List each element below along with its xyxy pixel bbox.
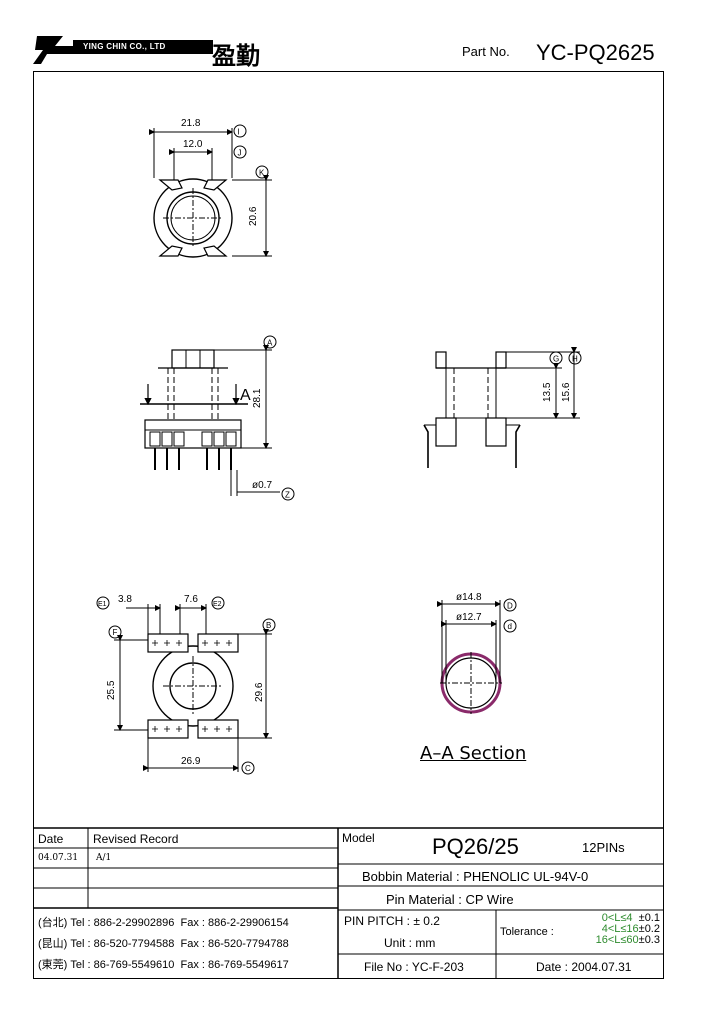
tolerance-table: 0<L≤4 ±0.1 4<L≤16±0.2 16<L≤60±0.3 (566, 913, 660, 946)
pin-material-row: Pin Material : CP Wire (386, 892, 514, 907)
label-i: I (238, 128, 240, 137)
part-number: YC-PQ2625 (536, 40, 655, 65)
tolerance-range: 16<L≤60 (595, 934, 639, 946)
date-row: Date : 2004.07.31 (536, 960, 631, 974)
dim-pin: ø0.7 (252, 480, 272, 491)
tolerance-row: 0<L≤4 ±0.1 (566, 913, 660, 924)
dim-side-outer: 15.6 (561, 382, 572, 402)
date-label: Date : (536, 960, 569, 974)
section-mark: A (240, 387, 251, 404)
revision-row-record: A/1 (96, 853, 112, 863)
side-view (423, 347, 582, 468)
bobbin-material-value: PHENOLIC UL-94V-0 (463, 869, 589, 884)
contact-location: (台北) (38, 917, 68, 929)
label-e1: E1 (98, 601, 107, 608)
label-a: A (267, 339, 273, 348)
dim-e1: 3.8 (118, 594, 132, 605)
pin-pitch-label: PIN PITCH : (344, 914, 411, 928)
contact-fax: Fax : 86-769-5549617 (180, 959, 289, 971)
dim-top-height: 20.6 (248, 206, 259, 226)
file-value: YC-F-203 (411, 960, 464, 974)
file-label: File No : (364, 960, 409, 974)
pin-pitch-row: PIN PITCH : ± 0.2 (344, 914, 440, 928)
dim-section-inner: ø12.7 (456, 612, 482, 623)
bottom-view (96, 596, 276, 775)
contact-tel: Tel : 886-2-29902896 (70, 917, 175, 929)
pin-material-value: CP Wire (465, 892, 514, 907)
contact-location: (東莞) (38, 959, 68, 971)
label-e2: E2 (213, 601, 222, 608)
tolerance-label: Tolerance : (500, 926, 554, 938)
logo-mark-icon (33, 36, 81, 64)
tolerance-value: ±0.2 (638, 923, 660, 935)
contact-row: (昆山) Tel : 86-520-7794588 Fax : 86-520-7… (38, 935, 289, 951)
revision-date-header: Date (38, 832, 64, 846)
unit-label: Unit : (384, 936, 413, 950)
contact-tel: Tel : 86-520-7794588 (70, 938, 175, 950)
label-d-lower: d (508, 622, 512, 631)
label-d-upper: D (507, 602, 513, 611)
label-f: F (113, 628, 118, 637)
pin-count: 12PINs (582, 840, 625, 855)
dim-top-inner: 12.0 (183, 139, 203, 150)
file-row: File No : YC-F-203 (364, 960, 464, 974)
technical-drawing: 21.8 12.0 20.6 I J K 28.1 ø0.7 A Z A 13.… (96, 118, 582, 775)
revision-record-header: Revised Record (93, 832, 179, 846)
tolerance-value: ±0.3 (638, 934, 660, 946)
unit-row: Unit : mm (384, 936, 435, 950)
unit-value: mm (415, 936, 436, 950)
company-logo (33, 36, 213, 64)
label-k: K (259, 169, 265, 178)
bobbin-material-label: Bobbin Material : (362, 869, 460, 884)
model-value: PQ26/25 (432, 834, 519, 859)
dim-e2: 7.6 (184, 594, 198, 605)
company-logo-text: YING CHIN CO., LTD (83, 42, 166, 51)
top-view (149, 124, 272, 258)
label-g: G (553, 355, 559, 364)
dim-front-height: 28.1 (252, 388, 263, 408)
contact-fax: Fax : 886-2-29906154 (180, 917, 289, 929)
tolerance-range: 0<L≤4 (601, 912, 633, 924)
date-value: 2004.07.31 (571, 960, 632, 974)
tolerance-range: 4<L≤16 (601, 923, 639, 935)
label-h: H (572, 355, 578, 364)
dim-bottom-left: 25.5 (106, 680, 117, 700)
tolerance-value: ±0.1 (638, 912, 660, 924)
dim-bottom-width: 26.9 (181, 756, 201, 767)
model-label: Model (342, 831, 375, 845)
contact-fax: Fax : 86-520-7794788 (180, 938, 289, 950)
label-j: J (238, 149, 242, 158)
section-view (437, 598, 517, 714)
company-chinese-name: 盈勤 (212, 41, 260, 70)
label-b: B (266, 621, 271, 630)
bobbin-material-row: Bobbin Material : PHENOLIC UL-94V-0 (362, 869, 588, 884)
tolerance-row: 4<L≤16±0.2 (566, 924, 660, 935)
dim-section-outer: ø14.8 (456, 592, 482, 603)
contact-tel: Tel : 86-769-5549610 (70, 959, 175, 971)
dim-side-inner: 13.5 (542, 382, 553, 402)
label-z: Z (285, 491, 290, 500)
part-number-label: Part No. (462, 44, 510, 59)
drawing-frame (33, 71, 664, 979)
front-view (140, 335, 295, 501)
label-c: C (245, 764, 251, 773)
contact-row: (東莞) Tel : 86-769-5549610 Fax : 86-769-5… (38, 956, 289, 972)
dim-top-width: 21.8 (181, 118, 201, 129)
dim-bottom-right: 29.6 (254, 682, 265, 702)
tolerance-row: 16<L≤60±0.3 (566, 935, 660, 946)
contact-row: (台北) Tel : 886-2-29902896 Fax : 886-2-29… (38, 914, 289, 930)
contact-location: (昆山) (38, 938, 68, 950)
section-title: A–A Section (420, 743, 527, 764)
revision-row-date: 04.07.31 (38, 853, 79, 863)
pin-material-label: Pin Material : (386, 892, 462, 907)
pin-pitch-value: ± 0.2 (413, 914, 440, 928)
